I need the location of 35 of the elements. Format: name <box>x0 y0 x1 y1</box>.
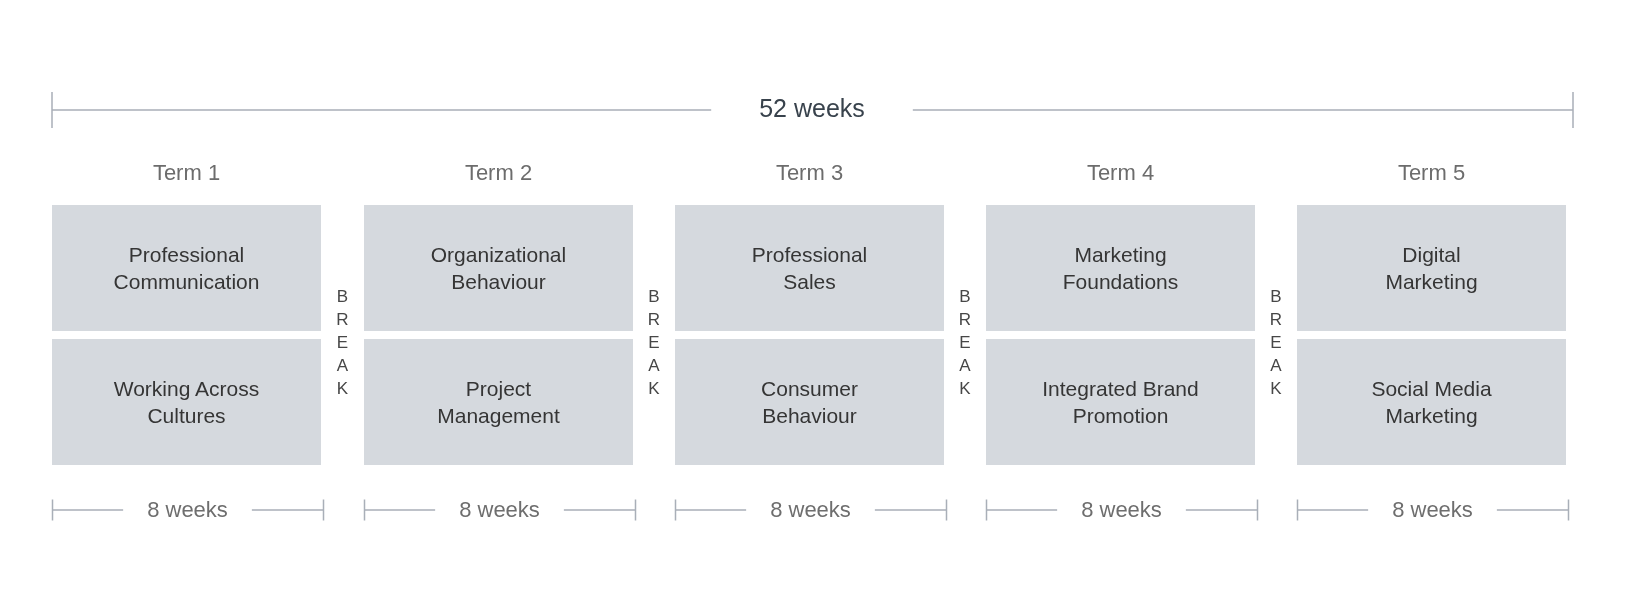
term-heading: Term 1 <box>152 160 221 186</box>
course-box <box>364 205 633 331</box>
course-box <box>52 205 321 331</box>
course-title: Marketing Foundations <box>1061 242 1180 295</box>
course-title: Consumer Behaviour <box>760 376 859 429</box>
term-heading: Term 3 <box>775 160 844 186</box>
course-box <box>675 205 944 331</box>
term-heading: Term 2 <box>464 160 533 186</box>
course-title: Professional Sales <box>750 242 869 295</box>
course-box <box>986 339 1255 465</box>
duration-label: 8 weeks <box>1392 497 1473 523</box>
course-title: Organizational Behaviour <box>429 242 568 295</box>
course-box <box>986 205 1255 331</box>
break-label: BREAK <box>335 285 350 400</box>
course-box <box>364 339 633 465</box>
term-heading: Term 4 <box>1086 160 1155 186</box>
course-box <box>1297 205 1566 331</box>
course-title: Working Across Cultures <box>112 376 261 429</box>
course-title: Professional Communication <box>112 242 261 295</box>
duration-label: 8 weeks <box>147 497 228 523</box>
course-box <box>52 339 321 465</box>
course-box <box>1297 339 1566 465</box>
break-label: BREAK <box>1268 285 1284 400</box>
duration-label: 8 weeks <box>459 497 540 523</box>
break-label: BREAK <box>646 285 662 400</box>
course-title: Integrated Brand Promotion <box>1041 376 1200 429</box>
duration-label: 52 weeks <box>759 93 865 123</box>
course-title: Social Media Marketing <box>1370 376 1493 429</box>
course-title: Digital Marketing <box>1384 242 1479 295</box>
duration-label: 8 weeks <box>1081 497 1162 523</box>
term-heading: Term 5 <box>1397 160 1466 186</box>
break-label: BREAK <box>957 285 973 400</box>
course-title: Project Management <box>436 376 561 429</box>
duration-label: 8 weeks <box>770 497 851 523</box>
course-box <box>675 339 944 465</box>
